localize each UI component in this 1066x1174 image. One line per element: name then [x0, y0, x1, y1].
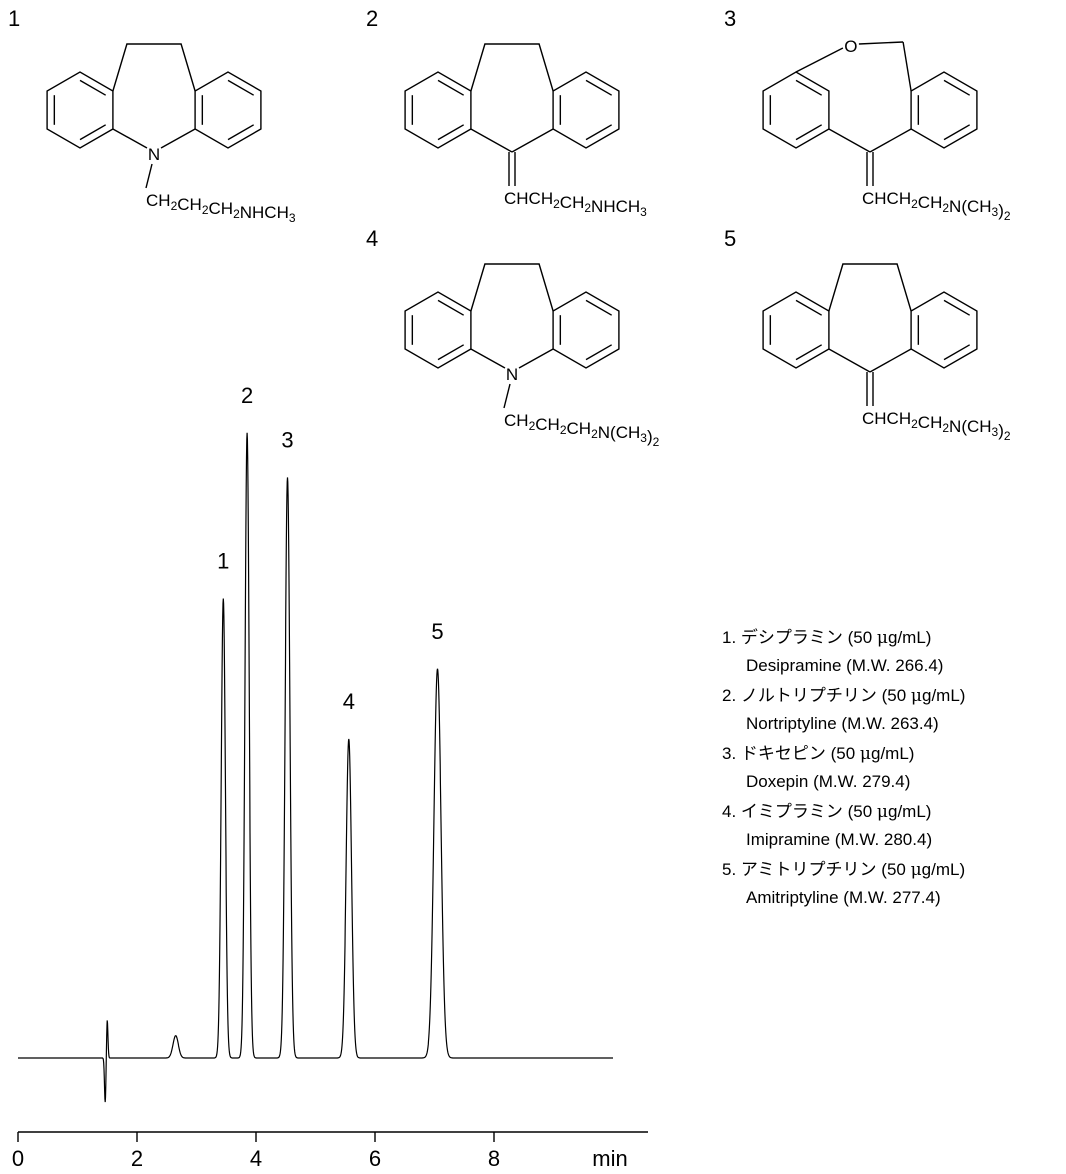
x-axis-unit-label: min [592, 1146, 627, 1171]
structure-number: 5 [724, 226, 736, 251]
aromatic-bond [795, 299, 823, 316]
side-chain-formula: CHCH2CH2NHCH3 [504, 189, 647, 219]
benzene-ring [404, 71, 472, 149]
ring-bond [518, 348, 554, 369]
peak-labels: 1 2 3 4 5 [217, 383, 443, 714]
benzene-ring [552, 291, 620, 369]
benzene-ring [404, 291, 472, 369]
structure-4: 4N CH2CH2CH2N(CH3)2 [366, 226, 660, 449]
x-tick-label: 8 [488, 1146, 500, 1171]
structure-3: 3O CHCH2CH2N(CH3)2 [724, 6, 1011, 223]
aromatic-bond [585, 344, 613, 361]
ring-bond [869, 348, 912, 373]
aromatic-bond [943, 124, 971, 141]
peak-label: 3 [281, 427, 293, 452]
x-axis-ticks: 0 2 4 6 8 [12, 1132, 500, 1171]
aromatic-bond [585, 299, 613, 316]
benzene-ring [194, 71, 262, 149]
ethylene-bridge [112, 43, 196, 92]
aromatic-bond [79, 79, 107, 96]
ring-atom: O [844, 37, 857, 56]
aromatic-bond [227, 124, 255, 141]
aromatic-bond [795, 124, 823, 141]
benzene-ring [762, 71, 830, 149]
ethylene-bridge [470, 43, 554, 92]
side-chain-bond [145, 163, 153, 189]
legend-entry-name: 5. アミトリプチリン (50 μg/mL) [722, 860, 965, 880]
aromatic-bond [437, 344, 465, 361]
structure-1: 1N CH2CH2CH2NHCH3 [8, 6, 296, 225]
chromatogram-chart: 0 2 4 6 8 min 1 2 3 4 5 [12, 383, 648, 1171]
structure-panel: 1NCH2CH2CH2NHCH32CHCH2CH2NHCH33OCHCH2CH2… [8, 6, 1011, 449]
peak-label: 4 [343, 689, 355, 714]
benzene-ring [46, 71, 114, 149]
legend-entry-name: 1. デシプラミン (50 μg/mL) [722, 627, 931, 648]
aromatic-bond [585, 79, 613, 96]
ring-bond [828, 348, 871, 373]
legend-entry-mw: Doxepin (M.W. 279.4) [746, 772, 910, 791]
peak-label: 5 [431, 619, 443, 644]
aromatic-bond [943, 79, 971, 96]
benzene-ring [552, 71, 620, 149]
ring-bond [112, 128, 148, 149]
ring-bond [902, 41, 912, 92]
ring-bond [470, 348, 506, 369]
ring-bond [511, 128, 554, 153]
side-chain-bond [503, 383, 511, 409]
ring-atom: N [506, 365, 518, 384]
compound-legend: 1. デシプラミン (50 μg/mL) Desipramine (M.W. 26… [722, 627, 965, 907]
legend-entry-mw: Nortriptyline (M.W. 263.4) [746, 714, 939, 733]
ring-bond [828, 128, 871, 153]
structure-number: 1 [8, 6, 20, 31]
legend-entry-name: 3. ドキセピン (50 μg/mL) [722, 744, 914, 764]
structure-number: 2 [366, 6, 378, 31]
legend-entry-mw: Amitriptyline (M.W. 277.4) [746, 888, 941, 907]
legend-entry-mw: Imipramine (M.W. 280.4) [746, 830, 932, 849]
ring-atom: N [148, 145, 160, 164]
aromatic-bond [943, 344, 971, 361]
legend-entry-name: 4. イミプラミン (50 μg/mL) [722, 802, 931, 822]
ring-bond [869, 128, 912, 153]
benzene-ring [910, 71, 978, 149]
aromatic-bond [943, 299, 971, 316]
side-chain-formula: CH2CH2CH2NHCH3 [146, 191, 296, 225]
aromatic-bond [437, 124, 465, 141]
x-tick-label: 0 [12, 1146, 24, 1171]
peak-label: 2 [241, 383, 253, 408]
structure-number: 4 [366, 226, 378, 251]
aromatic-bond [795, 344, 823, 361]
x-tick-label: 2 [131, 1146, 143, 1171]
side-chain-formula: CHCH2CH2N(CH3)2 [862, 409, 1011, 443]
ethylene-bridge [828, 263, 912, 312]
peak-label: 1 [217, 549, 229, 574]
ethylene-bridge [470, 263, 554, 312]
aromatic-bond [437, 299, 465, 316]
aromatic-bond [585, 124, 613, 141]
x-tick-label: 6 [369, 1146, 381, 1171]
ring-bond [795, 47, 844, 73]
ring-bond [470, 128, 513, 153]
benzene-ring [910, 291, 978, 369]
aromatic-bond [79, 124, 107, 141]
side-chain-formula: CHCH2CH2N(CH3)2 [862, 189, 1011, 223]
aromatic-bond [795, 79, 823, 96]
ring-bond [160, 128, 196, 149]
legend-entry-mw: Desipramine (M.W. 266.4) [746, 656, 943, 675]
aromatic-bond [227, 79, 255, 96]
aromatic-bond [437, 79, 465, 96]
structure-number: 3 [724, 6, 736, 31]
ring-bond [858, 41, 904, 45]
benzene-ring [762, 291, 830, 369]
legend-entry-name: 2. ノルトリプチリン (50 μg/mL) [722, 686, 965, 706]
chromatogram-trace [18, 432, 613, 1103]
x-tick-label: 4 [250, 1146, 262, 1171]
side-chain-formula: CH2CH2CH2N(CH3)2 [504, 411, 660, 449]
